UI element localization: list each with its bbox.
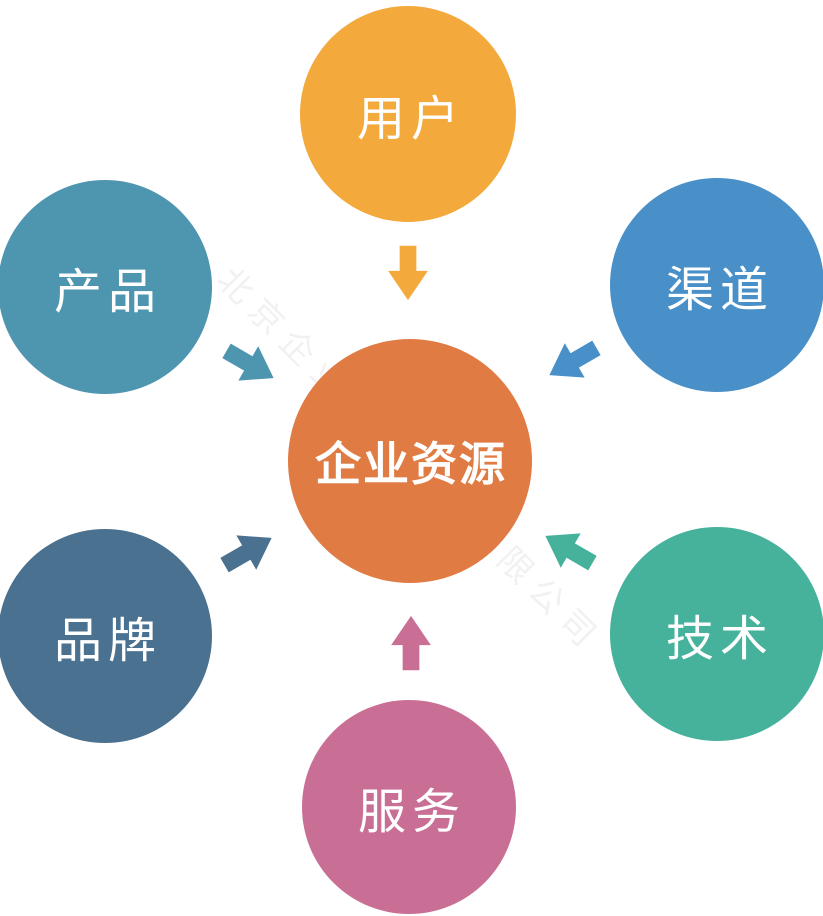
node-products-label: 产品 — [53, 266, 162, 319]
node-center-enterprise-resources: 企业资源 — [288, 339, 532, 583]
arrow-channels-to-center-icon — [549, 340, 601, 378]
node-technology: 技术 — [610, 527, 823, 741]
node-brand-label: 品牌 — [53, 615, 162, 668]
arrow-products-to-center-icon — [222, 343, 274, 381]
arrow-brand-to-center-icon — [220, 535, 272, 573]
node-channels: 渠道 — [610, 178, 823, 392]
node-services: 服务 — [302, 700, 516, 914]
arrow-technology-to-center-icon — [545, 533, 597, 571]
node-users: 用户 — [300, 6, 516, 222]
node-users-label: 用户 — [356, 93, 465, 146]
node-center-label: 企业资源 — [315, 438, 507, 490]
node-channels-label: 渠道 — [665, 264, 774, 317]
node-technology-label: 技术 — [665, 613, 774, 666]
arrow-users-to-center-icon — [388, 245, 428, 301]
arrow-services-to-center-icon — [391, 615, 431, 671]
node-services-label: 服务 — [357, 786, 466, 839]
node-products: 产品 — [0, 180, 212, 394]
node-brand: 品牌 — [0, 529, 212, 743]
